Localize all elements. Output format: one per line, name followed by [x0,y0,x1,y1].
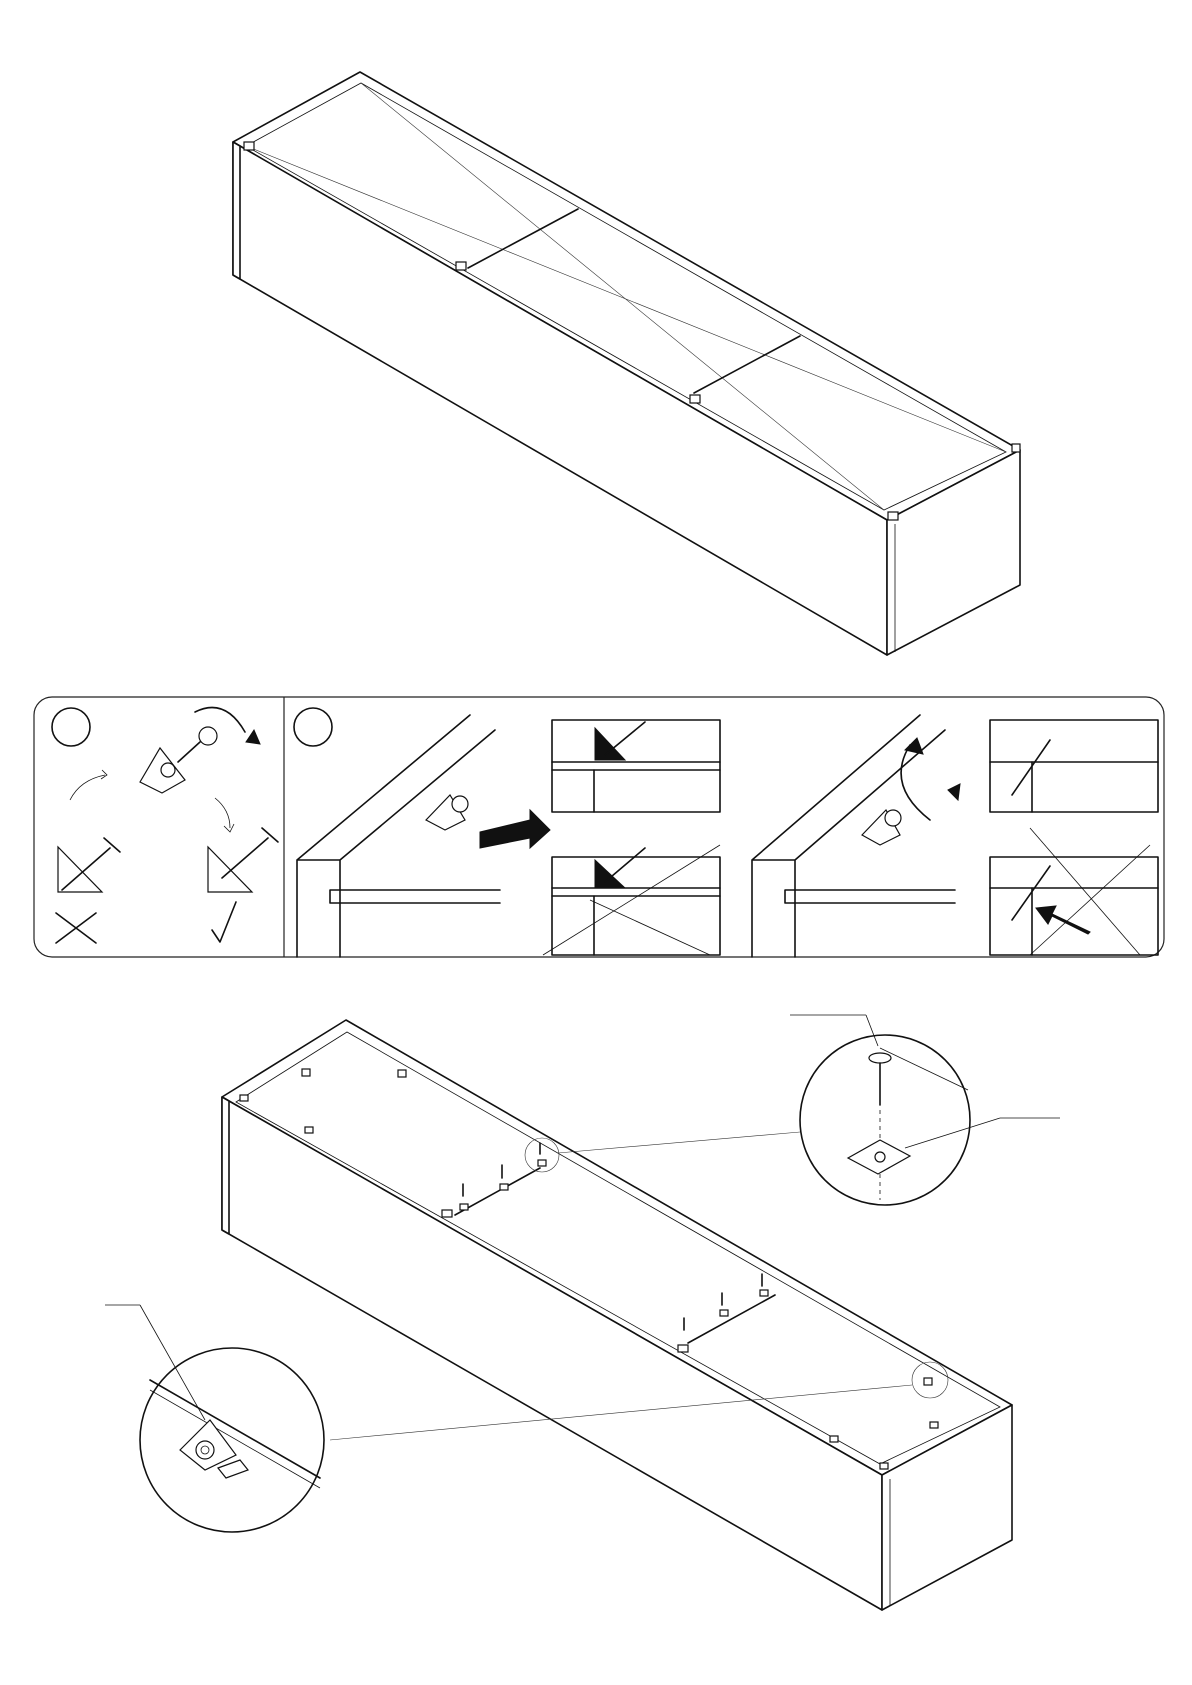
corner-bracket-orientation [52,708,278,944]
cabinet-top-view [233,72,1020,655]
rotate-arrow-icon [70,770,107,800]
cross-mark-icon [1030,828,1140,955]
instruction-strip [34,697,1164,957]
check-mark-icon [212,902,236,942]
corner-bracket-detail [105,1305,324,1532]
push-arrow-icon [1036,906,1090,934]
screw-and-plate-detail [790,1015,1060,1205]
screw-icon [208,828,278,892]
rotate-arrow-icon [215,798,234,832]
step-badge [294,708,332,746]
cabinet-bottom-view [222,1020,1012,1610]
push-arrow-icon [480,810,550,848]
screw-icon [58,838,120,892]
screw-icon [869,1053,891,1105]
bracket-fixing-sequence [294,708,1158,957]
cross-mark-icon [56,913,96,943]
step-badge [52,708,90,746]
cross-mark-icon [543,845,720,955]
